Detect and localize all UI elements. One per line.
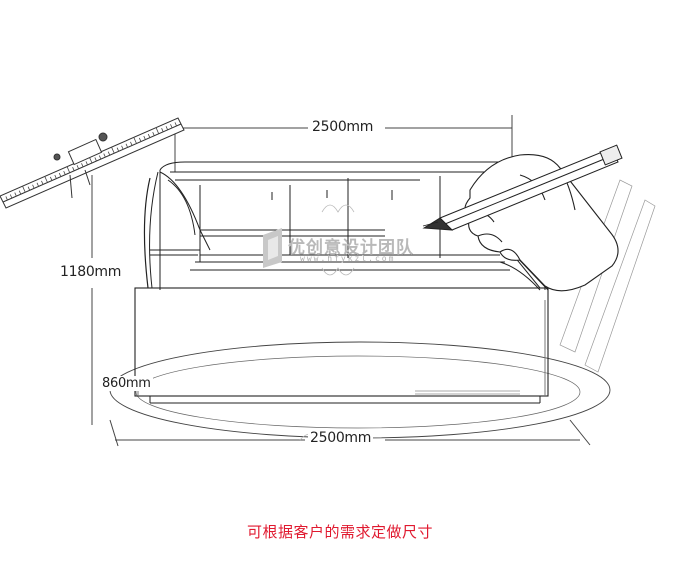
ruler-tick bbox=[22, 185, 26, 193]
floor-ellipse-inner bbox=[135, 355, 581, 429]
top-width-label: 2500mm bbox=[310, 119, 376, 135]
ruler-tick bbox=[32, 184, 35, 189]
bottom-dimension-line bbox=[109, 419, 591, 447]
ruler-tick bbox=[66, 166, 71, 173]
ruler-tick bbox=[107, 151, 111, 156]
ruler-tick bbox=[155, 127, 160, 134]
ruler-tick bbox=[138, 137, 142, 142]
ruler-tick bbox=[130, 141, 133, 146]
ruler-tick bbox=[170, 124, 173, 129]
ruler-tick bbox=[76, 165, 80, 170]
ruler-tick bbox=[165, 126, 169, 131]
ruler-tick bbox=[81, 163, 84, 168]
ruler-tick bbox=[41, 180, 44, 185]
pencil-icon bbox=[422, 144, 623, 231]
ruler-tick bbox=[5, 196, 8, 201]
ruler-tick bbox=[94, 157, 97, 162]
depth-label: 860mm bbox=[100, 376, 153, 391]
ruler-tick bbox=[9, 194, 13, 199]
ruler-tick bbox=[36, 182, 39, 187]
ruler-tick bbox=[143, 135, 146, 140]
ruler-tick bbox=[18, 190, 22, 195]
ruler-tick bbox=[116, 147, 120, 152]
ruler-tick bbox=[72, 167, 75, 171]
ruler-tick bbox=[49, 176, 53, 181]
ruler-tick bbox=[58, 172, 62, 177]
ruler-tick bbox=[161, 128, 164, 132]
ruler-tick bbox=[121, 145, 124, 150]
ruler-tick bbox=[85, 161, 88, 166]
ruler-tick bbox=[111, 146, 115, 154]
ruler-tick bbox=[63, 170, 66, 175]
watermark-logo-icon bbox=[263, 228, 282, 268]
ruler-tick bbox=[125, 143, 128, 148]
ruler-tick bbox=[133, 137, 137, 144]
display-case bbox=[134, 161, 549, 404]
ruler-tick bbox=[174, 122, 177, 127]
watermark-url: www.hfykzl.com bbox=[300, 254, 396, 263]
height-label: 1180mm bbox=[58, 264, 124, 280]
watermark-brand: 优创意设计团队 bbox=[288, 238, 414, 258]
ruler-tick bbox=[14, 192, 17, 197]
ruler-tick bbox=[54, 174, 57, 179]
custom-size-caption: 可根据客户的需求定做尺寸 bbox=[246, 523, 433, 541]
ruler-tick bbox=[98, 155, 102, 160]
ruler-tick bbox=[103, 153, 106, 158]
ruler-icon bbox=[0, 117, 185, 209]
floor-ellipse-outer bbox=[109, 341, 611, 439]
ruler-tick bbox=[44, 176, 48, 183]
ruler-tick bbox=[152, 131, 155, 136]
ruler-tick bbox=[147, 133, 151, 138]
ruler-tick bbox=[27, 186, 31, 191]
bottom-width-label: 2500mm bbox=[308, 430, 374, 446]
